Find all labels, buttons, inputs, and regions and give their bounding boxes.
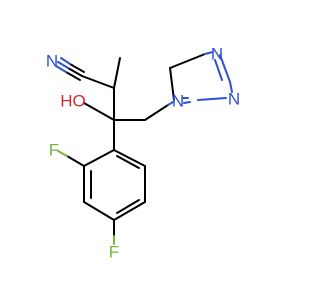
bond-cn-chain xyxy=(81,75,115,89)
atom-nitrile-n: N xyxy=(46,52,58,71)
bond-c-f-ortho-colored xyxy=(57,150,68,157)
atom-triazole-n4: N xyxy=(228,90,240,109)
bond-c-oh xyxy=(83,102,115,121)
bond-ch2-n-colored xyxy=(167,101,174,106)
nitrile-triple-bond xyxy=(55,57,85,81)
atom-triazole-n2: N xyxy=(211,45,223,64)
atom-triazole-n1: N xyxy=(172,92,184,111)
bond-c-f-ortho xyxy=(66,155,85,167)
atom-fluorine-para: F xyxy=(109,243,119,262)
benzene-ring xyxy=(83,149,146,221)
atom-hydroxyl: HO xyxy=(60,92,86,111)
structural-formula: N HO N N N F F xyxy=(46,45,240,262)
triazole-ring xyxy=(169,51,233,104)
bond-ch2-n xyxy=(144,104,169,121)
bond-methyl xyxy=(113,57,121,89)
atom-fluorine-ortho: F xyxy=(49,141,59,160)
